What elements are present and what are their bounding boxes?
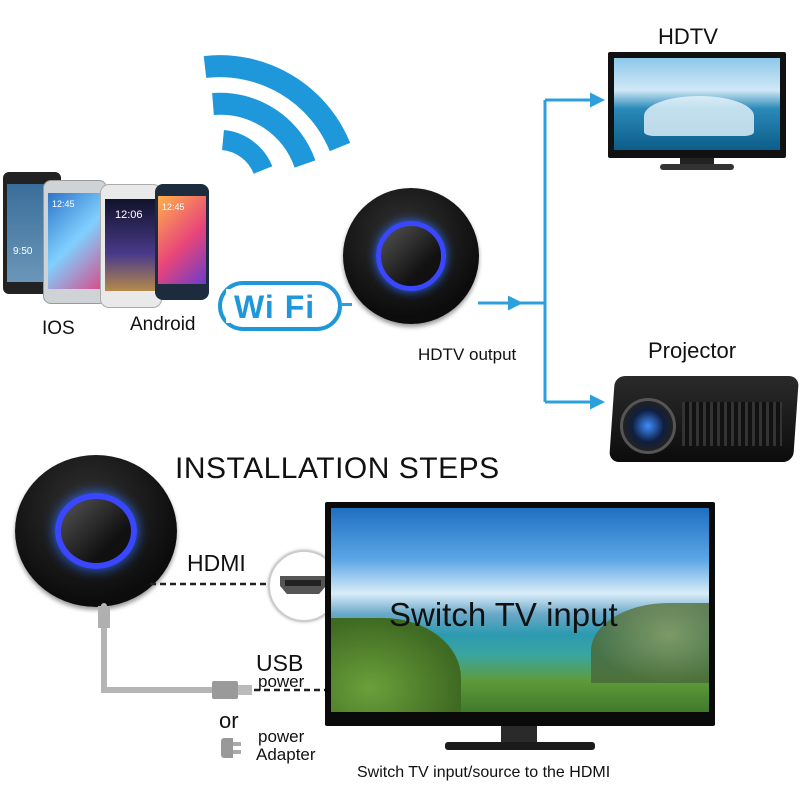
dongle-top [343,188,479,324]
adapter-power-label: power [258,727,305,746]
ios-label: IOS [42,318,75,339]
phone-android-1: 12:45 [43,180,107,304]
projector-label: Projector [648,338,737,363]
projector-image [608,362,800,470]
phone-3-time: 12:06 [115,209,143,221]
phones-group: 9:50 12:45 12:06 12:45 [0,170,215,308]
wifi-badge-text: Wi Fi [234,289,316,325]
wifi-badge: Wi Fi [218,281,342,331]
android-label: Android [130,314,196,335]
installation-title: INSTALLATION STEPS [175,452,500,485]
or-label: or [219,708,239,733]
phone-1-time: 9:50 [13,246,33,257]
power-adapter-icon [221,734,243,760]
usb-label: USB [256,650,304,676]
phone-ios: 12:06 [100,184,162,308]
tv-screen-text: Switch TV input [389,596,618,633]
phone-2-time: 12:45 [52,199,75,209]
hdtv-image [608,52,786,172]
badge-connector [340,303,352,306]
usb-power-label: power [258,672,305,691]
hdtv-output-label: HDTV output [418,345,517,364]
installation-caption: Switch TV input/source to the HDMI [357,764,611,781]
phone-4-time: 12:45 [162,202,185,212]
adapter-label: Adapter [256,745,316,764]
hdmi-port-icon [280,576,326,594]
dongle-bottom [15,455,177,607]
hdtv-label: HDTV [658,24,718,49]
wifi-signal-icon [203,55,351,175]
installation-tv: Switch TV input [325,502,715,760]
tv-screen: Switch TV input [331,508,709,712]
phone-android-2: 12:45 [155,184,209,300]
hdmi-label: HDMI [187,550,246,576]
